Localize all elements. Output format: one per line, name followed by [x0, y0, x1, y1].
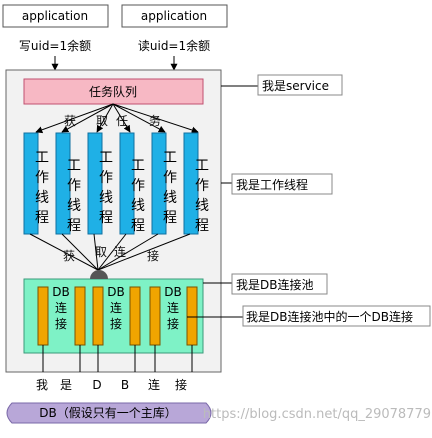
write-op-label: 写uid=1余额 — [19, 38, 91, 53]
worker-thread-label-char: 作 — [35, 170, 49, 186]
fetch-conn-char-1: 获 — [63, 249, 75, 263]
worker-thread-label-char: 程 — [35, 210, 49, 226]
application-label-1: application — [22, 9, 88, 23]
worker-thread-label-char: 工 — [163, 150, 177, 166]
worker-thread-label-char: 工 — [99, 150, 113, 166]
fetch-task-char-1: 获 — [64, 114, 76, 128]
db-connection-label-char: 接 — [110, 316, 122, 331]
worker-thread-label-char: 线 — [67, 198, 81, 214]
bottom-char-2: 是 — [60, 378, 72, 392]
connection-callout-text: 我是DB连接池中的一个DB连接 — [246, 309, 413, 324]
db-connection-bar — [74, 286, 86, 346]
fetch-conn-char-3: 连 — [114, 244, 126, 259]
db-shape — [6, 402, 212, 424]
bottom-char-6: 接 — [175, 377, 187, 392]
db-label: DB（假设只有一个主库） — [39, 405, 176, 420]
worker-thread-label-char: 作 — [163, 170, 177, 186]
worker-thread-label-char: 工 — [35, 150, 49, 166]
worker-thread-label-char: 程 — [131, 218, 145, 234]
worker-thread-bar — [87, 132, 103, 235]
worker-thread-label-char: 工 — [131, 158, 145, 174]
fetch-task-char-4: 务 — [149, 113, 161, 128]
db-connection-bar — [186, 286, 198, 346]
worker-thread-bar — [55, 132, 71, 235]
service-callout-text: 我是service — [262, 79, 329, 93]
pool-callout: 我是DB连接池 — [203, 273, 328, 295]
db-connection-bar — [129, 286, 141, 346]
application-label-2: application — [141, 9, 207, 23]
service-callout: 我是service — [221, 74, 343, 96]
worker-thread-label-char: 作 — [67, 178, 81, 194]
bottom-char-1: 我 — [36, 378, 48, 392]
worker-thread-label-char: 程 — [195, 218, 209, 234]
worker-thread-bar — [119, 132, 135, 235]
queue-fanout-lines — [35, 103, 199, 134]
worker-thread-label-char: 线 — [99, 190, 113, 206]
db-connection-label-char: 接 — [167, 316, 179, 331]
worker-to-pool-lines — [29, 233, 191, 271]
task-queue-label: 任务队列 — [89, 84, 137, 99]
db-connection-bar — [149, 286, 161, 346]
db-connection-label-char: 连 — [167, 300, 179, 315]
worker-callout-text: 我是工作线程 — [236, 177, 308, 192]
worker-thread-label-char: 程 — [163, 210, 177, 226]
pool-callout-text: 我是DB连接池 — [236, 277, 313, 292]
db-connection-bar — [37, 286, 49, 346]
worker-thread-label-char: 工 — [67, 158, 81, 174]
application-box-1 — [2, 4, 109, 28]
worker-thread-bar — [183, 132, 199, 235]
bottom-char-5: 连 — [148, 377, 160, 392]
connection-callout: 我是DB连接池中的一个DB连接 — [187, 305, 431, 327]
worker-thread-label-char: 程 — [67, 218, 81, 234]
db-connection-label-char: DB — [164, 285, 181, 299]
db-connection-label-char: DB — [107, 285, 124, 299]
watermark: https://blog.csdn.net/qq_29078779 — [203, 407, 431, 422]
worker-thread-label-char: 线 — [131, 198, 145, 214]
bottom-char-4: B — [121, 378, 129, 392]
connection-pool-box — [23, 278, 204, 354]
db-connection-label-char: 连 — [55, 300, 67, 315]
worker-thread-label-char: 线 — [35, 190, 49, 206]
worker-thread-label-char: 程 — [99, 210, 113, 226]
db-connection-bar — [92, 286, 104, 346]
worker-thread-label-char: 作 — [131, 178, 145, 194]
db-connection-label-char: 连 — [110, 300, 122, 315]
read-op-label: 读uid=1余额 — [138, 38, 210, 53]
db-connection-label-char: DB — [52, 285, 69, 299]
worker-thread-label-char: 作 — [99, 170, 113, 186]
fetch-conn-char-2: 取 — [95, 245, 107, 259]
worker-callout: 我是工作线程 — [221, 173, 333, 195]
worker-thread-label-char: 作 — [195, 178, 209, 194]
db-connection-label-char: 接 — [55, 316, 67, 331]
pool-entry-dome — [90, 270, 108, 279]
worker-thread-label-char: 线 — [163, 190, 177, 206]
bottom-char-3: D — [92, 378, 101, 392]
application-box-2 — [121, 4, 228, 28]
worker-thread-label-char: 工 — [195, 158, 209, 174]
worker-thread-bar — [151, 132, 167, 235]
worker-thread-label-char: 线 — [195, 198, 209, 214]
fetch-conn-char-4: 接 — [147, 248, 159, 263]
